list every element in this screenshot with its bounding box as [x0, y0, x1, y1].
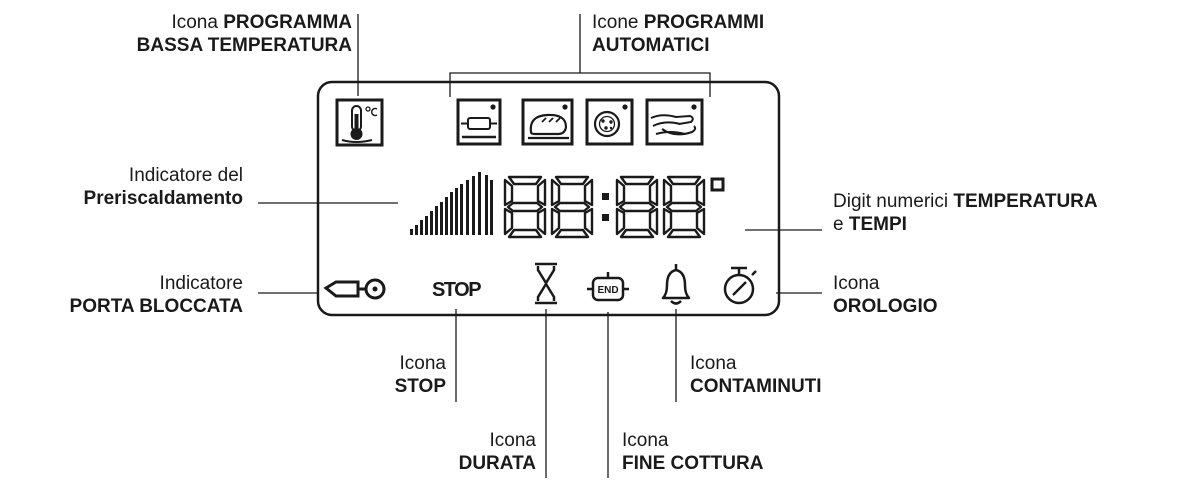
hourglass-icon [535, 262, 557, 305]
label-preheat: Indicatore del Preriscaldamento [83, 165, 243, 209]
kneading-hand-icon [645, 98, 704, 146]
bread-icon [521, 98, 574, 146]
bell-icon [661, 264, 691, 305]
label-low-temp-program: Icona PROGRAMMA BASSA TEMPERATURA [136, 12, 352, 56]
stop-icon-text: STOP [432, 279, 481, 301]
digit-colon [602, 193, 609, 221]
thermometer-icon [335, 98, 384, 147]
label-duration: Icona DURATA [458, 430, 536, 474]
callout-lines [258, 14, 822, 478]
digit-display [503, 175, 706, 239]
label-automatic-programs: Icone PROGRAMMI AUTOMATICI [592, 12, 765, 56]
end-icon-text: END [597, 285, 618, 296]
display-frame [316, 80, 781, 317]
label-stop: Icona STOP [394, 353, 446, 397]
rolling-pin-icon [456, 98, 502, 146]
label-digits: Digit numerici TEMPERATURA e TEMPI [833, 191, 1098, 235]
key-icon [323, 278, 386, 300]
label-clock: Icona OROLOGIO [833, 273, 938, 317]
end-icon [587, 272, 629, 302]
preheat-bars [410, 172, 493, 235]
stopwatch-icon [723, 266, 757, 305]
label-end-cooking: Icona FINE COTTURA [622, 430, 764, 474]
degree-dot [710, 177, 725, 192]
pizza-icon [585, 98, 634, 146]
label-door-locked: Indicatore PORTA BLOCCATA [69, 273, 243, 317]
label-minute-timer: Icona CONTAMINUTI [690, 353, 822, 397]
